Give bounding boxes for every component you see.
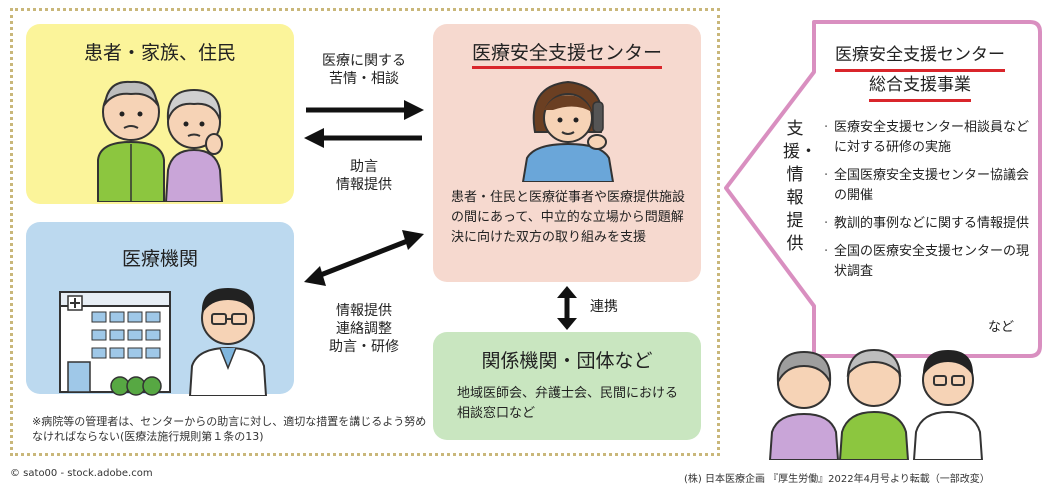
to-patients-label-line2: 情報提供 <box>336 177 392 193</box>
to-patients-label-line1: 助言 <box>350 159 378 175</box>
to-center-label-line2: 苦情・相談 <box>329 71 399 87</box>
image-credit: © sato00 - stock.adobe.com <box>10 468 153 479</box>
cooperation-vertical-arrow <box>557 286 577 330</box>
support-item: 全国医療安全支援センター協議会の開催 <box>824 166 1038 206</box>
source-credit: (株) 日本医療企画 『厚生労働』2022年4月号より転載（一部改変） <box>684 474 990 485</box>
consultation-arrows <box>304 100 424 148</box>
related-organizations-box: 関係機関・団体など 地域医師会、弁護士会、民間における相談窓口など <box>433 332 701 440</box>
legal-note: ※病院等の管理者は、センターからの助言に対し、適切な措置を講じるよう努めなければ… <box>32 415 427 443</box>
three-people-illustration <box>768 348 984 460</box>
left-arrowhead-icon <box>304 128 324 148</box>
hospital-and-doctor-illustration <box>59 288 268 396</box>
consultant-with-phone-illustration <box>521 80 615 182</box>
to-center-label-line1: 医療に関する <box>322 53 406 69</box>
down-arrowhead-icon <box>557 318 577 330</box>
institution-label-line3: 助言・研修 <box>329 339 399 355</box>
support-item: 教訓的事例などに関する情報提供 <box>824 214 1038 234</box>
institution-label-line1: 情報提供 <box>336 303 392 319</box>
to-center-arrow-label: 医療に関する 苦情・相談 <box>300 52 428 88</box>
center-box-title: 医療安全支援センター <box>433 38 701 69</box>
center-description: 患者・住民と医療従事者や医療提供施設の間にあって、中立的な立場から問題解決に向け… <box>451 190 686 245</box>
institution-center-double-arrow <box>304 230 424 286</box>
related-description: 地域医師会、弁護士会、民間における相談窓口など <box>457 386 679 421</box>
up-arrowhead-icon <box>557 286 577 298</box>
related-box-title: 関係機関・団体など <box>481 350 653 372</box>
patients-box-title: 患者・家族、住民 <box>83 42 236 64</box>
support-items-list: 医療安全支援センター相談員などに対する研修の実施 全国医療安全支援センター協議会… <box>824 118 1038 290</box>
center-title-text: 医療安全支援センター <box>471 38 662 69</box>
double-arrowhead-right-icon <box>402 230 424 250</box>
cooperation-label: 連携 <box>590 299 618 315</box>
support-item: 医療安全支援センター相談員などに対する研修の実施 <box>824 118 1038 158</box>
outer-dotted-frame <box>10 8 720 456</box>
institution-label-line2: 連絡調整 <box>336 321 392 337</box>
medical-safety-support-center-box: 医療安全支援センター 患者・住民と医療従事者や医療提供施設の間にあって、中立的な… <box>433 24 701 282</box>
double-arrowhead-left-icon <box>304 266 326 286</box>
support-item: 全国の医療安全支援センターの現状調査 <box>824 242 1038 282</box>
medical-institution-title: 医療機関 <box>121 248 198 270</box>
institution-arrow-label: 情報提供 連絡調整 助言・研修 <box>300 302 428 356</box>
support-vertical-label: 支援・情報提供 <box>783 119 817 254</box>
to-patients-arrow-label: 助言 情報提供 <box>300 158 428 194</box>
medical-institution-box: 医療機関 <box>26 222 294 396</box>
support-title-line2: 総合支援事業 <box>869 72 971 102</box>
elderly-couple-illustration <box>97 80 224 202</box>
patients-family-residents-box: 患者・家族、住民 <box>26 24 294 204</box>
support-etc-label: など <box>988 320 1015 335</box>
right-arrowhead-icon <box>404 100 424 120</box>
support-panel-title: 医療安全支援センター 総合支援事業 <box>800 42 1040 102</box>
support-title-line1: 医療安全支援センター <box>835 42 1005 72</box>
